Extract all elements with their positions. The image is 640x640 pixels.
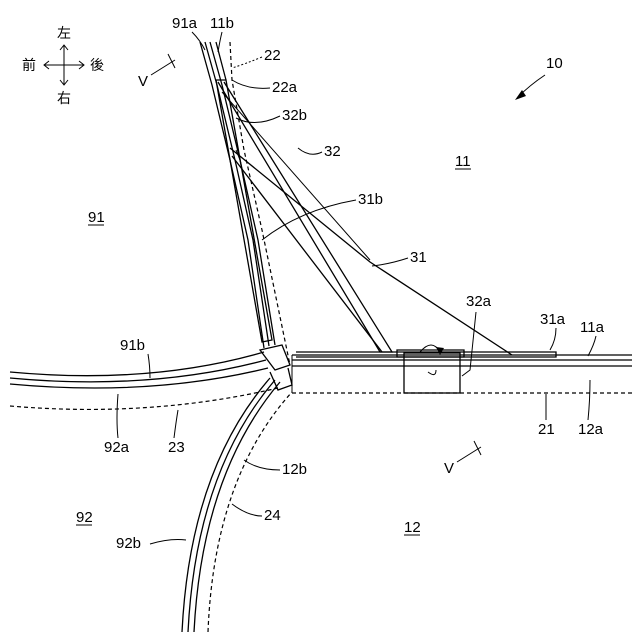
- label-91a: 91a: [172, 15, 198, 32]
- label-23: 23: [168, 439, 185, 456]
- label-31a: 31a: [540, 311, 566, 328]
- bracket-31: [230, 148, 512, 355]
- label-11b: 11b: [210, 15, 234, 32]
- label-12b: 12b: [282, 461, 307, 478]
- region-91-label: 91: [88, 209, 105, 226]
- direction-right-label: 右: [57, 91, 71, 107]
- label-32b: 32b: [282, 107, 307, 124]
- label-22a: 22a: [272, 79, 298, 96]
- section-mark-top: V: [138, 54, 175, 90]
- label-24: 24: [264, 507, 281, 524]
- label-12a: 12a: [578, 421, 604, 438]
- reference-labels: 91a 11b 22 22a 32b 32 31b 31 32a 31a 11a…: [104, 15, 605, 552]
- label-21: 21: [538, 421, 555, 438]
- lower-curved-member: [182, 378, 292, 632]
- figure-number-label: 10: [546, 55, 563, 72]
- direction-indicator: 左 右 前 後: [22, 26, 104, 107]
- region-11-label: 11: [455, 153, 471, 170]
- label-92a: 92a: [104, 439, 130, 456]
- right-horizontal-member: [292, 355, 632, 393]
- direction-front-label: 前: [22, 57, 36, 74]
- label-22: 22: [264, 47, 281, 64]
- left-horizontal-member: [10, 352, 278, 409]
- label-31: 31: [410, 249, 427, 266]
- label-92b: 92b: [116, 535, 141, 552]
- label-32: 32: [324, 143, 341, 160]
- svg-text:V: V: [444, 460, 454, 477]
- label-31b: 31b: [358, 191, 383, 208]
- direction-rear-label: 後: [90, 58, 104, 74]
- direction-left-label: 左: [57, 26, 71, 42]
- label-91b: 91b: [120, 337, 145, 354]
- region-92-label: 92: [76, 509, 93, 526]
- svg-text:V: V: [138, 73, 148, 90]
- region-12-label: 12: [404, 519, 421, 536]
- section-mark-bottom: V: [444, 441, 481, 477]
- label-11a: 11a: [580, 319, 605, 336]
- label-32a: 32a: [466, 293, 492, 310]
